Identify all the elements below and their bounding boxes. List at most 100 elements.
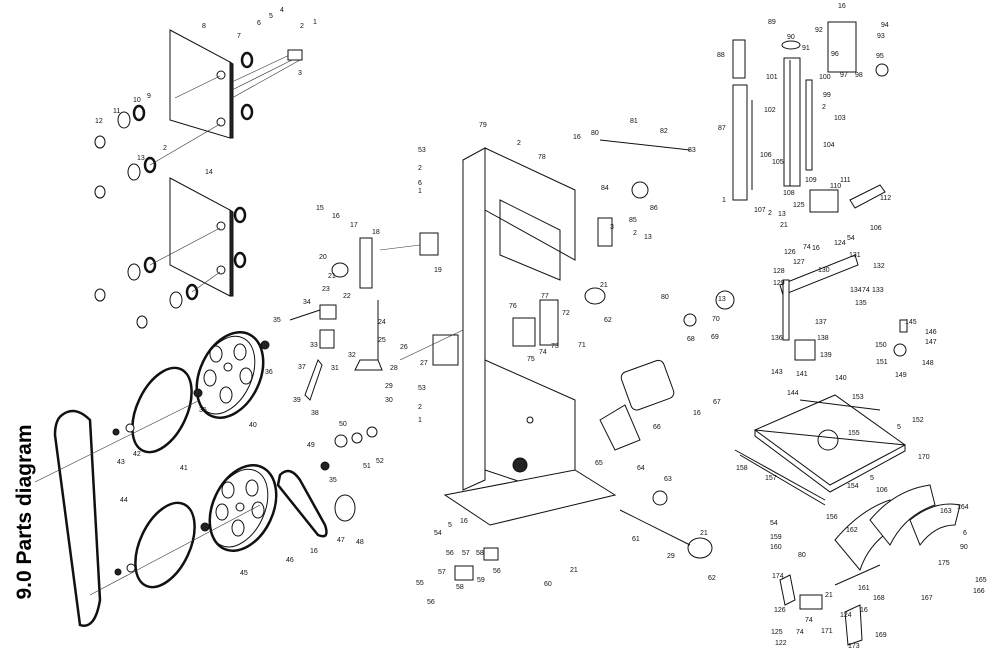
lower-wheel [208,464,278,552]
part-number-label: 45 [240,570,248,577]
part-number-label: 77 [541,293,549,300]
part-number-label: 105 [772,159,784,166]
part-number-label: 132 [873,263,885,270]
part-number-label: 7 [237,33,241,40]
part-number-label: 19 [434,267,442,274]
part-number-label: 152 [912,417,924,424]
part-number-label: 2 [517,140,521,147]
part-number-label: 175 [938,560,950,567]
part-number-label: 24 [378,319,386,326]
part-number-label: 91 [802,45,810,52]
part-number-label: 11 [113,108,120,115]
part-number-label: 102 [764,107,776,114]
part-number-label: 27 [420,360,428,367]
part-number-label: 128 [773,268,785,275]
part-number-label: 74 [796,629,804,636]
blade-guard-column [732,21,908,361]
part-number-label: 166 [973,588,985,595]
wheel-cover-plate-upper [94,29,303,199]
part-number-label: 92 [815,27,823,34]
part-number-label: 124 [840,612,852,619]
part-number-label: 147 [925,339,937,346]
part-number-label: 21 [570,567,578,574]
part-number-label: 124 [834,240,846,247]
part-number-label: 129 [773,280,785,287]
part-number-label: 48 [356,539,364,546]
part-number-label: 21 [700,530,708,537]
part-number-label: 37 [298,364,306,371]
part-number-label: 87 [718,125,726,132]
part-number-label: 22 [343,293,351,300]
part-number-label: 168 [873,595,885,602]
part-number-label: 23 [322,286,330,293]
part-number-label: 74 [862,287,870,294]
trunnion-assembly [779,484,961,646]
upper-wheel [195,331,265,419]
part-number-label: 90 [960,544,968,551]
part-number-label: 13 [137,155,145,162]
part-number-label: 106 [870,225,882,232]
part-number-label: 5 [269,13,273,20]
part-number-label: 44 [120,497,128,504]
part-number-label: 126 [774,607,786,614]
part-number-label: 135 [855,300,867,307]
part-number-label: 9 [147,93,151,100]
part-number-label: 35 [329,477,337,484]
part-number-label: 133 [872,287,884,294]
part-number-label: 111 [840,177,851,184]
part-number-label: 169 [875,632,887,639]
part-number-label: 68 [687,336,695,343]
part-number-label: 3 [610,224,614,231]
part-number-label: 39 [293,397,301,404]
part-number-label: 126 [784,249,796,256]
part-number-label: 43 [117,459,125,466]
part-number-label: 16 [838,3,846,10]
part-number-label: 167 [921,595,933,602]
part-number-label: 12 [95,118,103,125]
part-number-label: 162 [846,527,858,534]
part-number-label: 53 [418,147,426,154]
part-number-label: 18 [372,229,380,236]
part-number-label: 1 [418,417,422,424]
part-number-label: 98 [855,72,863,79]
part-number-label: 58 [476,550,484,557]
part-number-label: 35 [273,317,281,324]
part-number-label: 54 [847,235,855,242]
part-number-label: 2 [300,23,304,30]
part-number-label: 29 [385,383,393,390]
part-number-label: 13 [644,234,652,241]
part-number-label: 95 [876,53,884,60]
part-number-label: 122 [775,640,787,647]
part-number-label: 21 [825,592,833,599]
part-number-label: 56 [493,568,501,575]
part-number-label: 25 [378,337,386,344]
part-number-label: 50 [339,421,347,428]
part-number-label: 73 [551,343,559,350]
part-number-label: 80 [591,130,599,137]
part-number-label: 47 [337,537,345,544]
part-number-label: 127 [793,259,805,266]
part-number-label: 13 [778,211,786,218]
part-number-label: 60 [544,581,552,588]
part-number-label: 55 [416,580,424,587]
part-number-label: 16 [332,213,340,220]
part-number-label: 143 [771,369,783,376]
part-number-label: 136 [771,335,783,342]
part-number-label: 71 [578,342,586,349]
part-number-label: 134 [850,287,862,294]
part-number-label: 40 [249,422,257,429]
part-number-label: 154 [847,483,859,490]
part-number-label: 131 [849,252,861,259]
part-number-label: 35 [199,407,207,414]
part-number-label: 151 [876,359,888,366]
part-number-label: 15 [316,205,324,212]
part-number-label: 99 [823,92,831,99]
part-number-label: 106 [760,152,772,159]
part-number-label: 138 [817,335,829,342]
part-number-label: 2 [768,210,772,217]
part-number-label: 146 [925,329,937,336]
part-number-label: 54 [434,530,442,537]
part-number-label: 139 [820,352,832,359]
part-number-label: 104 [823,142,835,149]
part-number-label: 52 [376,458,384,465]
